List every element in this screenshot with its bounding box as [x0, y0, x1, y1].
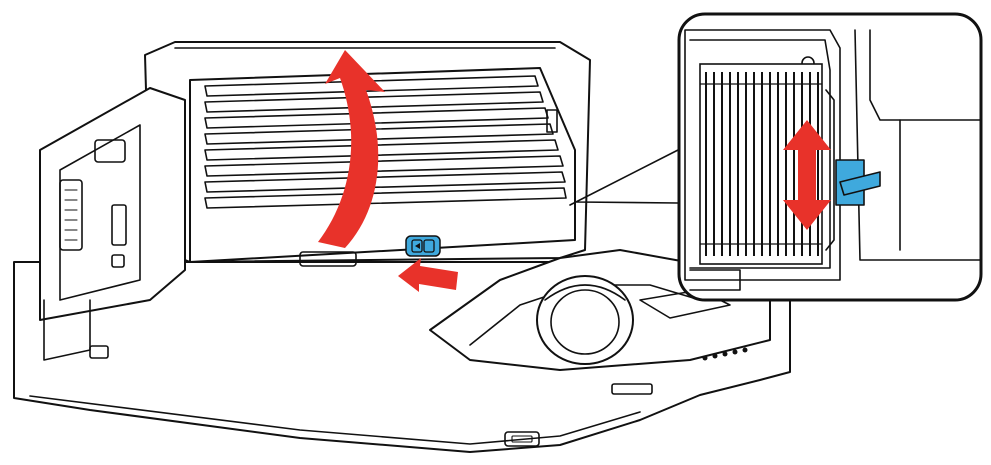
- status-indicators: [702, 347, 748, 361]
- projection-lens: [536, 275, 634, 365]
- filter-cover-latch-icon[interactable]: [835, 159, 881, 206]
- cover-handle: [299, 251, 357, 267]
- detail-callout: [677, 12, 983, 302]
- callout-leader: [569, 149, 679, 206]
- red-double-arrow-icon: [783, 120, 831, 230]
- rear-tab: [611, 383, 653, 395]
- small-button: [89, 345, 109, 359]
- base-edge: [29, 395, 641, 445]
- curved-red-arrow-icon: [318, 50, 385, 248]
- bottom-foot: [504, 431, 540, 447]
- side-frame: [43, 299, 91, 361]
- cover-latch-icon[interactable]: [405, 235, 441, 257]
- filter-cover-vents: [204, 75, 567, 209]
- rim-post: [546, 109, 558, 133]
- side-ports: [59, 139, 127, 268]
- red-left-arrow-icon: [398, 258, 458, 292]
- projector-body: [13, 41, 791, 453]
- filter-cover: [189, 67, 576, 263]
- side-block: [39, 87, 186, 321]
